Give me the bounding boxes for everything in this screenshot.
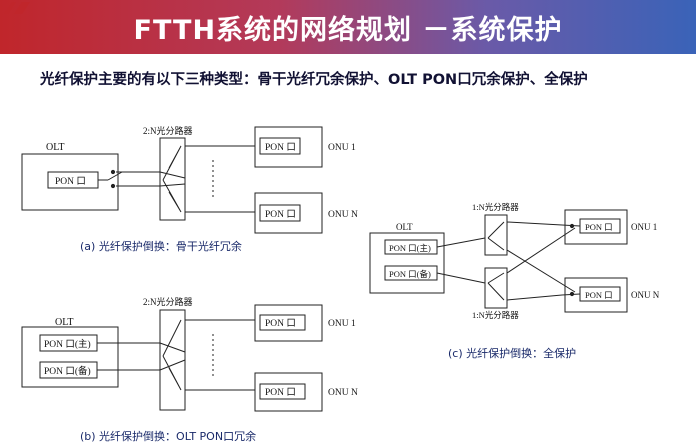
onu1-port-label: PON 口 (265, 143, 296, 153)
onu1-box (564, 209, 628, 245)
onu1-port-box (259, 314, 306, 331)
olt-box (21, 153, 119, 211)
olt-label: OLT (396, 222, 413, 232)
splitter-box (159, 309, 186, 411)
onu1-label: ONU 1 (328, 319, 356, 329)
pon-port-label: PON 口 (55, 177, 86, 187)
splitter-label: 2:N光分路器 (143, 296, 193, 307)
onu1-port-box (579, 218, 621, 234)
onu1-box (254, 126, 323, 168)
pon-main-label: PON 口(主) (44, 338, 91, 350)
splitter-top-label: 1:N光分路器 (472, 202, 519, 212)
onun-label: ONU N (328, 210, 358, 220)
onu1-label: ONU 1 (631, 222, 657, 232)
onu1-port-label: PON 口 (585, 222, 613, 232)
caption-a: (a) 光纤保护倒换：骨干光纤冗余 (80, 239, 242, 253)
splitter-box (159, 137, 186, 221)
onun-label: ONU N (328, 388, 358, 398)
onun-port-label: PON 口 (585, 290, 613, 300)
olt-label: OLT (46, 142, 65, 153)
pon-backup-label: PON 口(备) (389, 269, 431, 279)
pon-main-label: PON 口(主) (389, 243, 431, 253)
onu1-box (254, 304, 323, 342)
onun-port-label: PON 口 (265, 210, 296, 220)
diagram-c (369, 209, 628, 313)
onun-box (564, 277, 628, 313)
splitter-bottom-label: 1:N光分路器 (472, 310, 519, 320)
splitter-bottom-box (484, 267, 508, 309)
olt-label: OLT (55, 317, 74, 328)
onu1-label: ONU 1 (328, 143, 356, 153)
olt-box (369, 232, 445, 294)
onun-port-label: PON 口 (265, 388, 296, 398)
onun-port-box (259, 204, 301, 222)
diagram-a (21, 126, 323, 234)
onun-port-box (259, 383, 306, 400)
onu1-port-label: PON 口 (265, 319, 296, 329)
page-title: FTTH系统的网络规划 －系统保护 (133, 15, 563, 46)
splitter-top-box (484, 214, 508, 256)
onu1-port-box (259, 137, 301, 155)
onun-label: ONU N (631, 290, 660, 300)
onun-box (254, 192, 323, 234)
olt-box (21, 326, 119, 388)
onun-box (254, 372, 323, 412)
diagram-b (21, 304, 323, 412)
subtitle: 光纤保护主要的有以下三种类型：骨干光纤冗余保护、OLT PON口冗余保护、全保护 (40, 72, 588, 88)
splitter-label: 2:N光分路器 (143, 125, 193, 136)
pon-backup-label: PON 口(备) (44, 365, 91, 377)
caption-c: (c) 光纤保护倒换：全保护 (448, 346, 576, 360)
caption-b: (b) 光纤保护倒换：OLT PON口冗余 (80, 429, 256, 443)
onun-port-box (579, 286, 621, 302)
corner-logo-icon (4, 2, 30, 14)
title-banner: FTTH系统的网络规划 －系统保护 (0, 0, 696, 54)
